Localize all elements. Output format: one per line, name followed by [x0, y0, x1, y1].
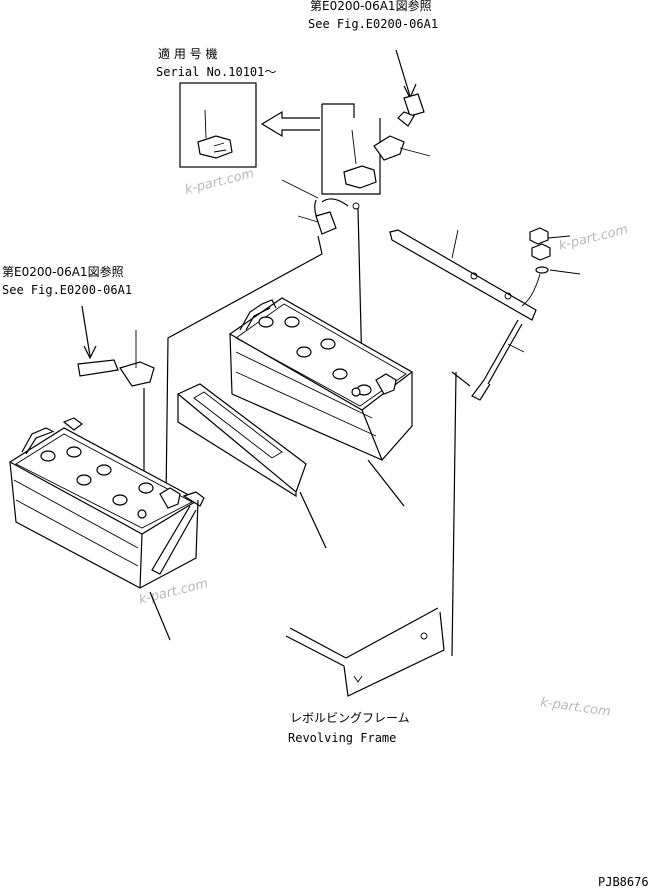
j-bolt: [471, 319, 525, 401]
top-ref-en: See Fig.E0200-06A1: [308, 17, 438, 31]
nut-washer: [521, 227, 581, 307]
battery-left: [8, 417, 205, 641]
battery-pad: [176, 383, 327, 549]
watermark-3: k-part.com: [137, 576, 209, 608]
revolving-frame-edge: [451, 371, 471, 657]
left-ref-en: See Fig.E0200-06A1: [2, 283, 132, 297]
serial-inset-box: [179, 82, 257, 168]
battery-right: [228, 297, 414, 507]
frame-label-en: Revolving Frame: [288, 731, 396, 745]
watermark-1: k-part.com: [183, 166, 255, 198]
serial-label-en: Serial No.10101～: [156, 65, 276, 79]
detail-box-right: [321, 103, 381, 195]
top-cable-terminal: [373, 49, 431, 161]
watermark-4: k-part.com: [539, 695, 611, 720]
hold-down-bar: [389, 229, 537, 321]
left-ref-jp: 第E0200-06A1図参照: [2, 264, 124, 279]
frame-corner: [285, 607, 445, 697]
frame-label-jp: レボルビングフレーム: [290, 711, 410, 725]
left-cable-terminal: [77, 305, 155, 514]
drawing-code: PJB8676: [598, 875, 649, 889]
top-ref-jp: 第E0200-06A1図参照: [310, 0, 432, 13]
watermark-2: k-part.com: [557, 222, 629, 254]
serial-label-jp: 適 用 号 機: [158, 46, 217, 61]
replacement-arrow-icon: [260, 110, 320, 138]
